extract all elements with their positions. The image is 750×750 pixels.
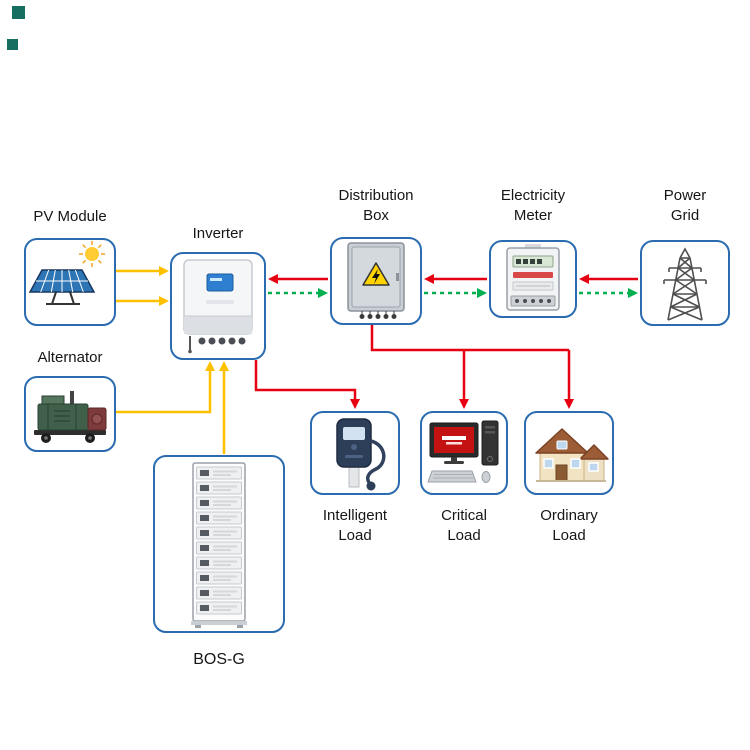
bos-g-label: BOS-G: [193, 651, 245, 668]
panel-grid-lines: [36, 269, 88, 293]
window: [570, 458, 581, 469]
inverter-node: [170, 252, 266, 360]
power-grid-label: Power Grid: [663, 187, 707, 224]
critical-load-node: [420, 411, 508, 495]
electricity-meter-label: Electricity Meter: [500, 187, 566, 224]
distribution-box-icon: [347, 242, 405, 319]
keyboard: [427, 470, 477, 483]
house-icon: [535, 428, 609, 482]
window: [543, 458, 554, 469]
attic-window: [556, 440, 568, 450]
generator-vents: [54, 410, 70, 422]
alternator-label: Alternator: [37, 349, 103, 366]
distribution-box-node: [330, 237, 422, 325]
generator-icon: [34, 391, 107, 443]
lightning-bolt-icon: [372, 269, 380, 284]
terminal-screws: [515, 299, 551, 303]
power-grid-node: [640, 240, 730, 326]
charging-plug: [366, 481, 376, 491]
bottom-terminals: [359, 311, 397, 319]
edge-alternator-to-inverter: [116, 361, 215, 414]
ordinary-load-label: Ordinary Load: [540, 507, 598, 544]
distribution-box-label: Distribution Box: [338, 187, 414, 224]
intelligent-load-node: [310, 411, 400, 495]
meter-digits: [516, 259, 542, 264]
battery-rack-icon: [191, 462, 247, 628]
inverter-icon: [183, 259, 253, 354]
meter-red-band: [513, 272, 553, 278]
sun-rays: [79, 241, 105, 267]
desktop-computer-icon: [427, 420, 499, 483]
electricity-meter-node: [489, 240, 577, 318]
battery-modules: [196, 466, 242, 615]
rack-base: [191, 621, 247, 625]
edge-inverter-to-intelligent-load: [254, 360, 360, 409]
alternator-node: [24, 376, 116, 452]
decor-square: [12, 6, 25, 19]
charger-screen: [343, 427, 365, 440]
bos-g-battery-node: [153, 455, 285, 633]
solar-panel-icon: [28, 241, 105, 305]
decor-square: [7, 39, 18, 50]
sun-icon: [85, 247, 99, 261]
transmission-tower-icon: [663, 247, 707, 321]
panel-stand: [46, 291, 80, 305]
ordinary-load-node: [524, 411, 614, 495]
generator-body: [37, 403, 89, 431]
charger-body: [336, 418, 372, 468]
inverter-label: Inverter: [192, 225, 244, 242]
pv-module-label: PV Module: [33, 208, 107, 225]
ev-charger-icon: [336, 418, 386, 491]
intelligent-load-label: Intelligent Load: [322, 507, 388, 544]
edge-distribution-load-trunk: [370, 325, 569, 352]
wing-roof: [579, 444, 609, 460]
electricity-meter-icon: [506, 244, 560, 311]
door: [555, 464, 568, 482]
window: [588, 462, 599, 472]
inverter-screen: [206, 273, 234, 292]
tower-lattice: [663, 247, 707, 321]
door-handle: [396, 273, 399, 281]
pv-module-node: [24, 238, 116, 326]
mouse: [481, 471, 491, 483]
charging-cable: [366, 439, 386, 486]
inverter-lower-band: [184, 316, 252, 334]
inverter-connectors: [198, 337, 246, 345]
critical-load-label: Critical Load: [441, 507, 487, 544]
